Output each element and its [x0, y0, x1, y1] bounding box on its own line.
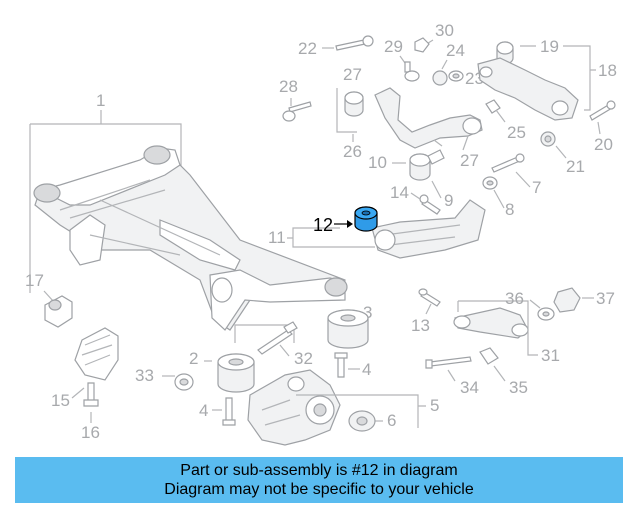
rear-knuckle [247, 369, 341, 446]
callout-number-31: 31 [541, 346, 560, 365]
callout-number-16: 16 [81, 423, 100, 442]
callout-22: 22 [298, 35, 374, 58]
callout-number-4-lower: 4 [199, 401, 208, 420]
callout-13: 13 [411, 288, 441, 335]
callout-number-5: 5 [430, 396, 439, 415]
callout-36-37: 36 37 [505, 287, 615, 321]
callout-26-27: 27 26 27 [336, 65, 483, 170]
bracket-1 [29, 110, 182, 293]
callout-7: 7 [491, 153, 541, 197]
rear-subframe [33, 145, 348, 331]
callout-number-9: 9 [444, 191, 453, 210]
callout-9-10: 10 9 [368, 149, 453, 210]
callout-24: 24 [432, 41, 465, 86]
banner-line-2: Diagram may not be specific to your vehi… [164, 481, 474, 498]
callout-number-13: 13 [411, 316, 430, 335]
callout-number-2: 2 [189, 349, 198, 368]
callout-number-26: 26 [343, 142, 362, 161]
callout-21: 21 [540, 131, 585, 176]
callout-number-19: 19 [540, 37, 559, 56]
callout-number-4-upper: 4 [362, 360, 371, 379]
callout-number-30: 30 [435, 21, 454, 40]
callout-number-12: 12 [313, 215, 333, 235]
callout-number-32: 32 [294, 349, 313, 368]
callout-number-15: 15 [51, 391, 70, 410]
callout-number-24: 24 [446, 41, 465, 60]
callout-28: 28 [279, 77, 312, 122]
callout-4-lower: 4 [199, 397, 236, 426]
callout-number-21: 21 [566, 157, 585, 176]
callout-18-19: 19 18 [477, 37, 617, 121]
callout-number-6: 6 [387, 411, 396, 430]
callout-number-27-right: 27 [460, 151, 479, 170]
callout-15-16: 15 16 [51, 327, 119, 442]
callout-number-22: 22 [298, 39, 317, 58]
callout-number-37: 37 [596, 289, 615, 308]
callout-number-8: 8 [505, 200, 514, 219]
callout-34-35: 34 35 [425, 347, 528, 397]
callout-number-33: 33 [135, 366, 154, 385]
callout-number-27-left: 27 [343, 65, 362, 84]
callout-1: 1 [29, 91, 182, 293]
callout-number-14: 14 [390, 183, 409, 202]
callout-number-28: 28 [279, 77, 298, 96]
rear-suspension-exploded-diagram: 1 17 15 16 2 [25, 21, 617, 446]
callout-32: 32 [257, 321, 313, 368]
callout-5-6: 5 6 [296, 394, 439, 432]
callout-4-upper: 4 [334, 352, 371, 379]
banner-line-1: Part or sub-assembly is #12 in diagram [180, 462, 458, 479]
callout-31: 31 [453, 300, 560, 365]
callout-number-34: 34 [460, 378, 479, 397]
callout-2: 2 [189, 324, 295, 393]
callout-3: 3 [327, 303, 372, 349]
callout-number-3: 3 [363, 303, 372, 322]
callout-30: 30 [414, 21, 454, 53]
callout-25: 25 [485, 99, 526, 142]
callout-number-10: 10 [368, 153, 387, 172]
callout-number-7: 7 [532, 178, 541, 197]
callout-number-35: 35 [509, 378, 528, 397]
callout-33: 33 [135, 366, 194, 391]
bushing-part-12 [354, 206, 378, 232]
callout-20: 20 [589, 100, 616, 154]
callout-number-25: 25 [507, 123, 526, 142]
callout-number-1: 1 [96, 91, 105, 110]
callout-29: 29 [384, 37, 420, 82]
callout-8: 8 [482, 176, 514, 219]
callout-number-20: 20 [594, 135, 613, 154]
callout-number-18: 18 [598, 61, 617, 80]
callout-number-17: 17 [25, 271, 44, 290]
callout-number-29: 29 [384, 37, 403, 56]
callout-11: 11 [268, 199, 486, 259]
callout-12-highlighted: 12 [313, 206, 378, 235]
info-banner: Part or sub-assembly is #12 in diagram D… [15, 457, 623, 503]
callout-number-36: 36 [505, 289, 524, 308]
callout-14: 14 [390, 183, 441, 215]
callout-number-11: 11 [268, 228, 286, 247]
callout-17: 17 [25, 271, 73, 328]
